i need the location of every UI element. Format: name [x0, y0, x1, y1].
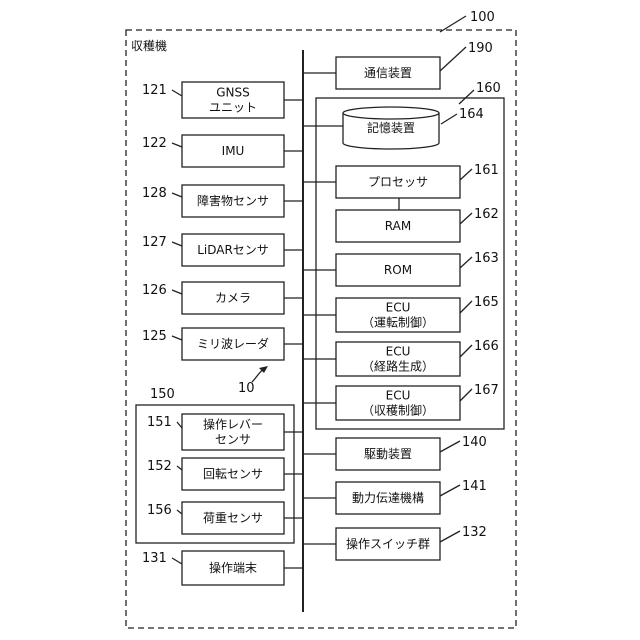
ref-152-leader	[177, 466, 182, 470]
component-127-label: LiDARセンサ	[197, 243, 269, 257]
component-156-label: 荷重センサ	[203, 511, 263, 525]
component-166-label: ECU	[386, 345, 411, 359]
ref-121: 121	[142, 83, 167, 98]
ref-132-leader	[440, 531, 460, 542]
ref-128-leader	[172, 193, 182, 197]
ref-166-leader	[460, 345, 472, 357]
component-131-label: 操作端末	[209, 560, 257, 575]
component-127: LiDARセンサ 127	[142, 234, 303, 266]
component-122-label: IMU	[222, 144, 245, 158]
ref-163-leader	[460, 257, 472, 268]
component-151: 操作レバーセンサ 151	[147, 414, 303, 450]
component-165-label: ECU	[386, 301, 411, 315]
ref-190-leader	[440, 47, 466, 71]
ref-163: 163	[474, 251, 499, 266]
component-140: 駆動装置 140	[303, 435, 487, 470]
component-132: 操作スイッチ群 132	[303, 525, 487, 560]
component-163-label: ROM	[384, 263, 412, 277]
component-121-label: ユニット	[209, 101, 257, 115]
ref-151-leader	[177, 422, 182, 428]
component-151-label: センサ	[215, 433, 251, 447]
ref-156-leader	[177, 510, 182, 514]
component-162: RAM 162	[336, 207, 499, 242]
ref-131: 131	[142, 551, 167, 566]
ref-100: 100	[470, 10, 495, 25]
component-163: ROM 163	[303, 251, 499, 286]
component-121-label: GNSS	[216, 86, 250, 100]
ref-165-leader	[460, 301, 472, 313]
ref-128: 128	[142, 186, 167, 201]
ref-10: 10	[238, 381, 255, 396]
ref-131-leader	[172, 558, 182, 564]
ref-125-leader	[172, 336, 182, 340]
component-128-label: 障害物センサ	[197, 193, 269, 208]
component-128: 障害物センサ 128	[142, 185, 303, 217]
component-156: 荷重センサ 156	[147, 502, 303, 534]
ref-140: 140	[462, 435, 487, 450]
ref-162-leader	[460, 213, 472, 224]
component-167: ECU（収穫制御） 167	[303, 383, 499, 420]
component-140-label: 駆動装置	[364, 447, 412, 461]
ref-167-leader	[460, 389, 472, 401]
ref-150: 150	[150, 387, 175, 402]
component-122: IMU 122	[142, 135, 303, 167]
component-166-label: （経路生成）	[362, 359, 434, 374]
ref-161-leader	[460, 169, 472, 180]
component-162-label: RAM	[385, 219, 411, 233]
ref-121-leader	[172, 90, 182, 96]
storage-label: 記憶装置	[367, 120, 415, 135]
component-126: カメラ 126	[142, 282, 303, 314]
ref-132: 132	[462, 525, 487, 540]
ref-151: 151	[147, 415, 172, 430]
component-152: 回転センサ 152	[147, 458, 303, 490]
ref-127-leader	[172, 242, 182, 246]
component-190: 通信装置 190	[303, 41, 493, 89]
component-125-label: ミリ波レーダ	[197, 336, 269, 351]
ref-127: 127	[142, 235, 167, 250]
ref-160: 160	[476, 81, 501, 96]
component-152-label: 回転センサ	[203, 467, 263, 481]
component-165-label: （運転制御）	[362, 315, 434, 330]
ref-161: 161	[474, 163, 499, 178]
ref-160-leader	[459, 90, 474, 104]
ref-164: 164	[459, 107, 484, 122]
component-167-label: （収穫制御）	[362, 403, 434, 418]
component-131: 操作端末 131	[142, 551, 303, 585]
ref-162: 162	[474, 207, 499, 222]
ref-122-leader	[172, 143, 182, 147]
component-126-label: カメラ	[215, 291, 251, 305]
enclosure-label: 収穫機	[131, 38, 167, 53]
ref-140-leader	[440, 441, 460, 452]
component-167-label: ECU	[386, 389, 411, 403]
component-121: GNSSユニット 121	[142, 82, 303, 118]
storage-device-164: 記憶装置	[343, 107, 439, 149]
ref-164-leader	[441, 114, 457, 124]
component-125: ミリ波レーダ 125	[142, 328, 303, 360]
ref-141: 141	[462, 479, 487, 494]
ref-122: 122	[142, 136, 167, 151]
component-141: 動力伝達機構 141	[303, 479, 487, 514]
component-161: プロセッサ 161	[303, 163, 499, 198]
ref-100-leader	[440, 16, 466, 32]
component-190-label: 通信装置	[364, 66, 412, 80]
ref-166: 166	[474, 339, 499, 354]
component-141-label: 動力伝達機構	[352, 490, 424, 505]
ref-152: 152	[147, 459, 172, 474]
ref-167: 167	[474, 383, 499, 398]
component-151-label: 操作レバー	[203, 417, 263, 432]
ref-165: 165	[474, 295, 499, 310]
ref-126-leader	[172, 290, 182, 294]
ref-156: 156	[147, 503, 172, 518]
component-165: ECU（運転制御） 165	[303, 295, 499, 332]
ref-125: 125	[142, 329, 167, 344]
ref-126: 126	[142, 283, 167, 298]
component-132-label: 操作スイッチ群	[346, 536, 430, 551]
ref-141-leader	[440, 485, 460, 496]
component-161-label: プロセッサ	[368, 175, 428, 189]
component-166: ECU（経路生成） 166	[303, 339, 499, 376]
ref-190: 190	[468, 41, 493, 56]
